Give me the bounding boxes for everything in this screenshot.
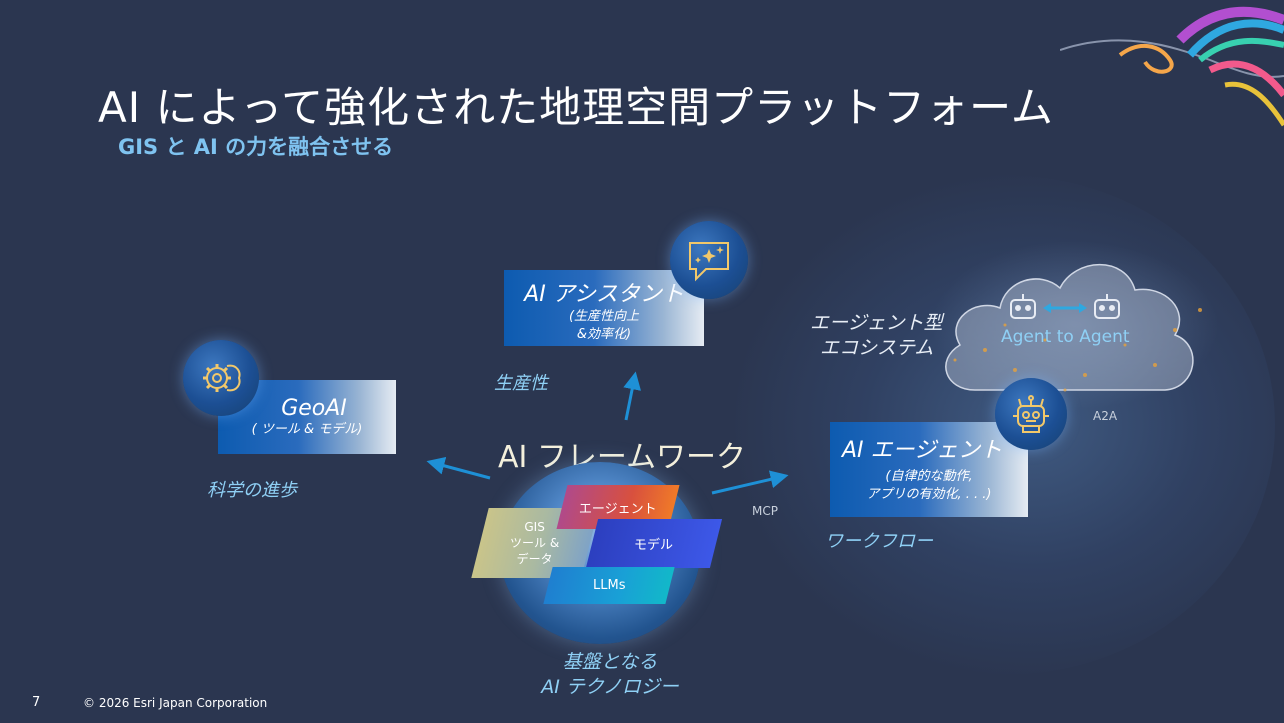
ecosystem-label-line2: エコシステム <box>820 337 934 359</box>
agent-desc-1: (自律的な動作, <box>885 469 973 484</box>
layer-gis-line1: GIS <box>524 520 546 534</box>
layer-model: モデル <box>585 519 723 568</box>
robot-left-icon <box>1010 294 1036 319</box>
agent-to-agent-label: Agent to Agent <box>1001 327 1130 347</box>
page-subtitle: GIS と AI の力を融合させる <box>118 135 394 159</box>
swirl-logo <box>1060 6 1284 127</box>
foundation-label: 基盤となる AI テクノロジー <box>530 650 690 700</box>
a2a-label: A2A <box>1093 409 1118 423</box>
cloud-glow <box>930 240 1220 410</box>
arrow-to-geoai <box>426 457 491 480</box>
layer-model-label: モデル <box>634 538 674 553</box>
geoai-title: GeoAI <box>281 396 347 421</box>
agent-badge <box>995 378 1067 450</box>
robot-icon <box>1013 395 1049 433</box>
mcp-label: MCP <box>752 504 778 518</box>
agent-card: AI エージェント (自律的な動作, アプリの有効化, . . .) <box>830 422 1028 517</box>
geoai-badge <box>183 340 259 416</box>
layer-agent-label: エージェント <box>579 501 657 517</box>
agent-caption: ワークフロー <box>825 531 933 552</box>
foundation-line1: 基盤となる <box>562 651 658 673</box>
chat-sparkle-icon <box>689 242 729 282</box>
geoai-caption: 科学の進歩 <box>207 480 297 501</box>
assistant-desc-2: &効率化) <box>576 327 632 342</box>
assistant-card: AI アシスタント (生産性向上 &効率化) <box>504 270 704 346</box>
arrow-to-agent <box>711 470 789 495</box>
agent-desc-2: アプリの有効化, . . .) <box>866 487 992 502</box>
geoai-desc: ( ツール & モデル) <box>251 422 363 437</box>
ecosystem-label: エージェント型 エコシステム <box>810 311 943 361</box>
bidirectional-arrow-icon <box>1043 303 1087 313</box>
brain-gear-icon <box>203 364 241 392</box>
layer-gis-line3: データ <box>516 552 553 566</box>
agent-title: AI エージェント <box>842 438 1003 463</box>
copyright: © 2026 Esri Japan Corporation <box>83 696 268 710</box>
layer-gis-line2: ツール & <box>510 536 560 550</box>
agent-cloud <box>945 264 1202 392</box>
layer-llms: LLMs <box>543 567 675 604</box>
foundation-line2: AI テクノロジー <box>541 676 679 698</box>
ecosystem-label-line1: エージェント型 <box>810 312 943 334</box>
layer-llms-label: LLMs <box>592 578 626 593</box>
page-number: 7 <box>32 695 41 710</box>
assistant-badge <box>670 221 748 299</box>
arrow-to-assistant <box>623 371 642 421</box>
assistant-caption: 生産性 <box>494 373 548 394</box>
robot-right-icon <box>1094 294 1120 319</box>
assistant-title: AI アシスタント <box>524 282 684 307</box>
page-title: AI によって強化された地理空間プラットフォーム <box>98 83 1054 132</box>
assistant-desc-1: (生産性向上 <box>568 309 640 324</box>
